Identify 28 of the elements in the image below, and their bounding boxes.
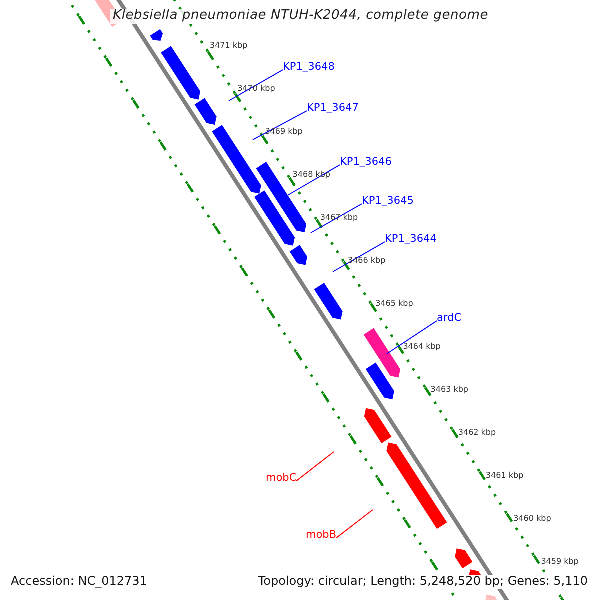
tick-label: 3462 kbp [458, 428, 496, 438]
tick-label: 3465 kbp [376, 299, 414, 308]
gene-label: KP1_3646 [340, 156, 392, 168]
leader-line [310, 204, 362, 234]
gene-label: KP1_3648 [283, 61, 335, 74]
gene-label: KP1_3647 [307, 102, 359, 114]
leader-line [296, 452, 334, 482]
gene-label: ardC [437, 312, 462, 324]
gene-label: KP1_3644 [385, 233, 437, 246]
tick-label: 3460 kbp [514, 514, 552, 524]
leader-line [228, 70, 284, 102]
gene-label: KP1_3645 [362, 195, 414, 208]
tick-label: 3467 kbp [320, 213, 358, 222]
tick-label: 3461 kbp [486, 471, 524, 480]
accession-text: Accession: NC_012731 [9, 575, 150, 589]
genome-summary-text: Topology: circular; Length: 5,248,520 bp; Genes: 5,110 [256, 575, 590, 589]
tick-label: 3464 kbp [403, 342, 441, 352]
leader-line [286, 164, 340, 196]
leader-line [386, 320, 438, 354]
tick-label: 3459 kbp [541, 557, 579, 566]
gene-label: mobB [306, 529, 337, 542]
tick-label: 3469 kbp [265, 127, 303, 136]
leader-line [336, 510, 374, 539]
leader-line [332, 242, 386, 272]
tick-label: 3471 kbp [210, 41, 248, 50]
leader-line [252, 110, 308, 140]
tick-label: 3463 kbp [430, 385, 468, 394]
gene-label: mobC [266, 472, 297, 484]
